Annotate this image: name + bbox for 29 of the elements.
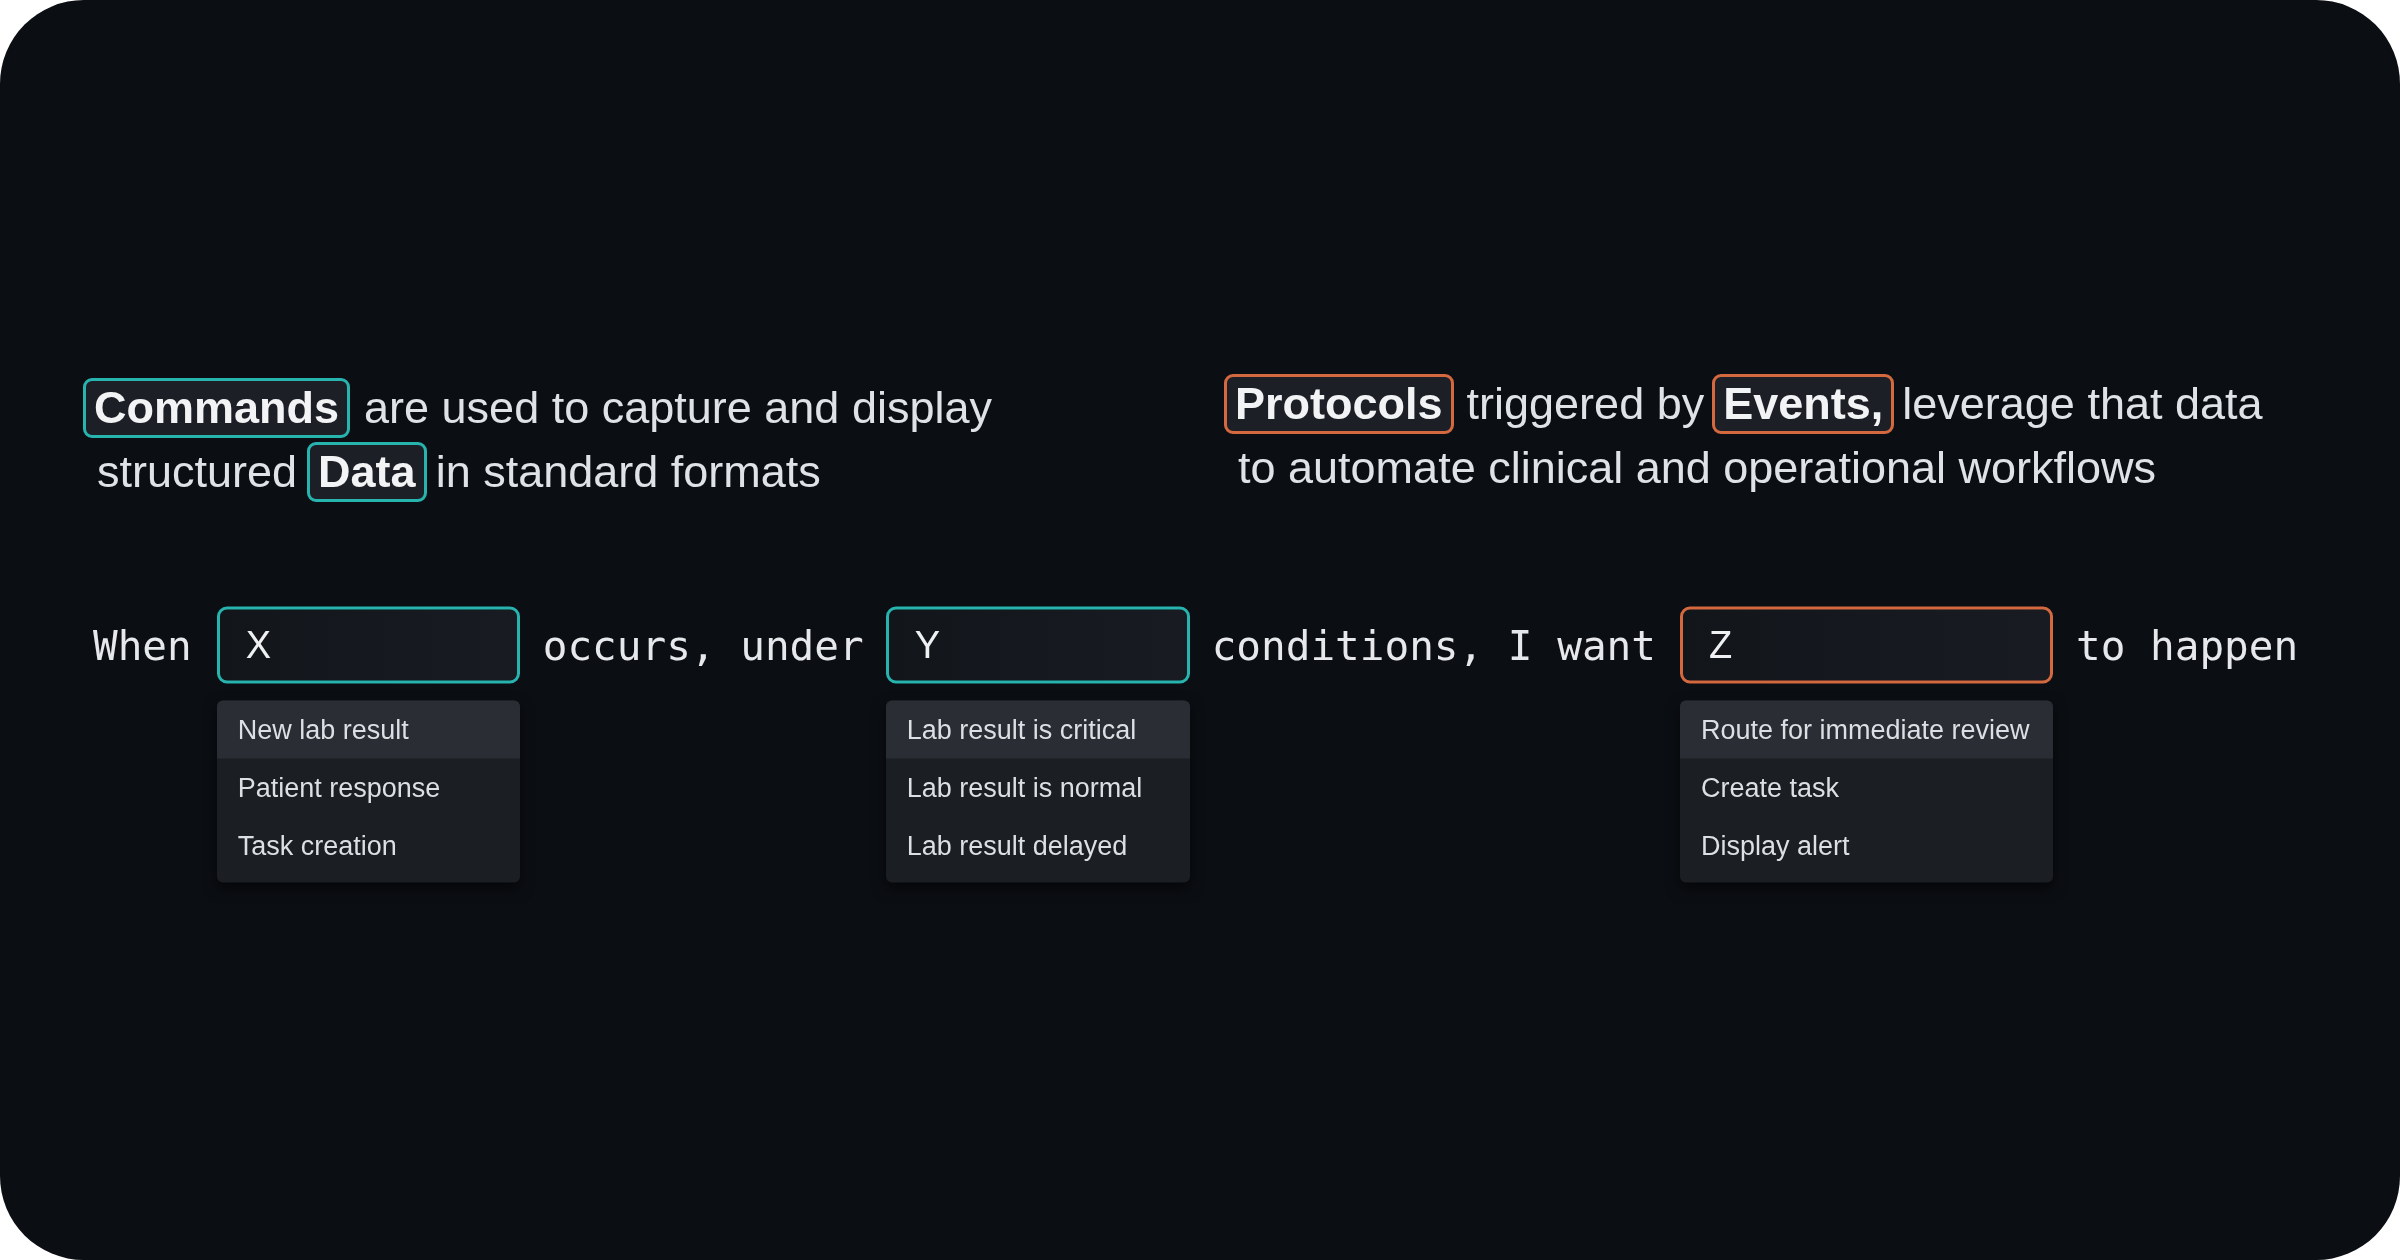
menu-option: Lab result is normal [885, 758, 1190, 817]
body-text: are used to capture and display [364, 381, 992, 435]
select-field: Z [1680, 606, 2053, 684]
menu-option: Lab result is critical [885, 700, 1190, 759]
highlighted-term: Data [307, 442, 427, 502]
highlighted-term: Protocols [1224, 374, 1454, 434]
body-text: to automate clinical and operational workflows [1238, 441, 2156, 495]
menu-option: Display alert [1680, 816, 2053, 875]
menu-option: Patient response [216, 758, 520, 817]
select-field: Y [885, 606, 1190, 684]
menu-option: Lab result delayed [885, 816, 1190, 875]
select-field: X [216, 606, 520, 684]
body-text: in standard formats [435, 445, 821, 499]
body-text: leverage that data [1902, 377, 2263, 431]
highlighted-term: Commands [83, 378, 351, 438]
menu-option: Route for immediate review [1680, 700, 2053, 759]
menu-option: Create task [1680, 758, 2053, 817]
dropdown-menu [885, 700, 1190, 883]
body-text: triggered by [1466, 377, 1705, 431]
body-text: structured [97, 445, 298, 499]
menu-option: Task creation [216, 816, 520, 875]
dropdown-menu [216, 700, 520, 883]
menu-option: New lab result [216, 700, 520, 759]
highlighted-term: Events, [1712, 374, 1895, 434]
template-text: to happen [2076, 620, 2299, 671]
template-text: When [93, 620, 192, 671]
dropdown-menu [1680, 700, 2053, 883]
template-text: occurs, under [542, 620, 864, 671]
template-text: conditions, I want [1211, 620, 1656, 671]
